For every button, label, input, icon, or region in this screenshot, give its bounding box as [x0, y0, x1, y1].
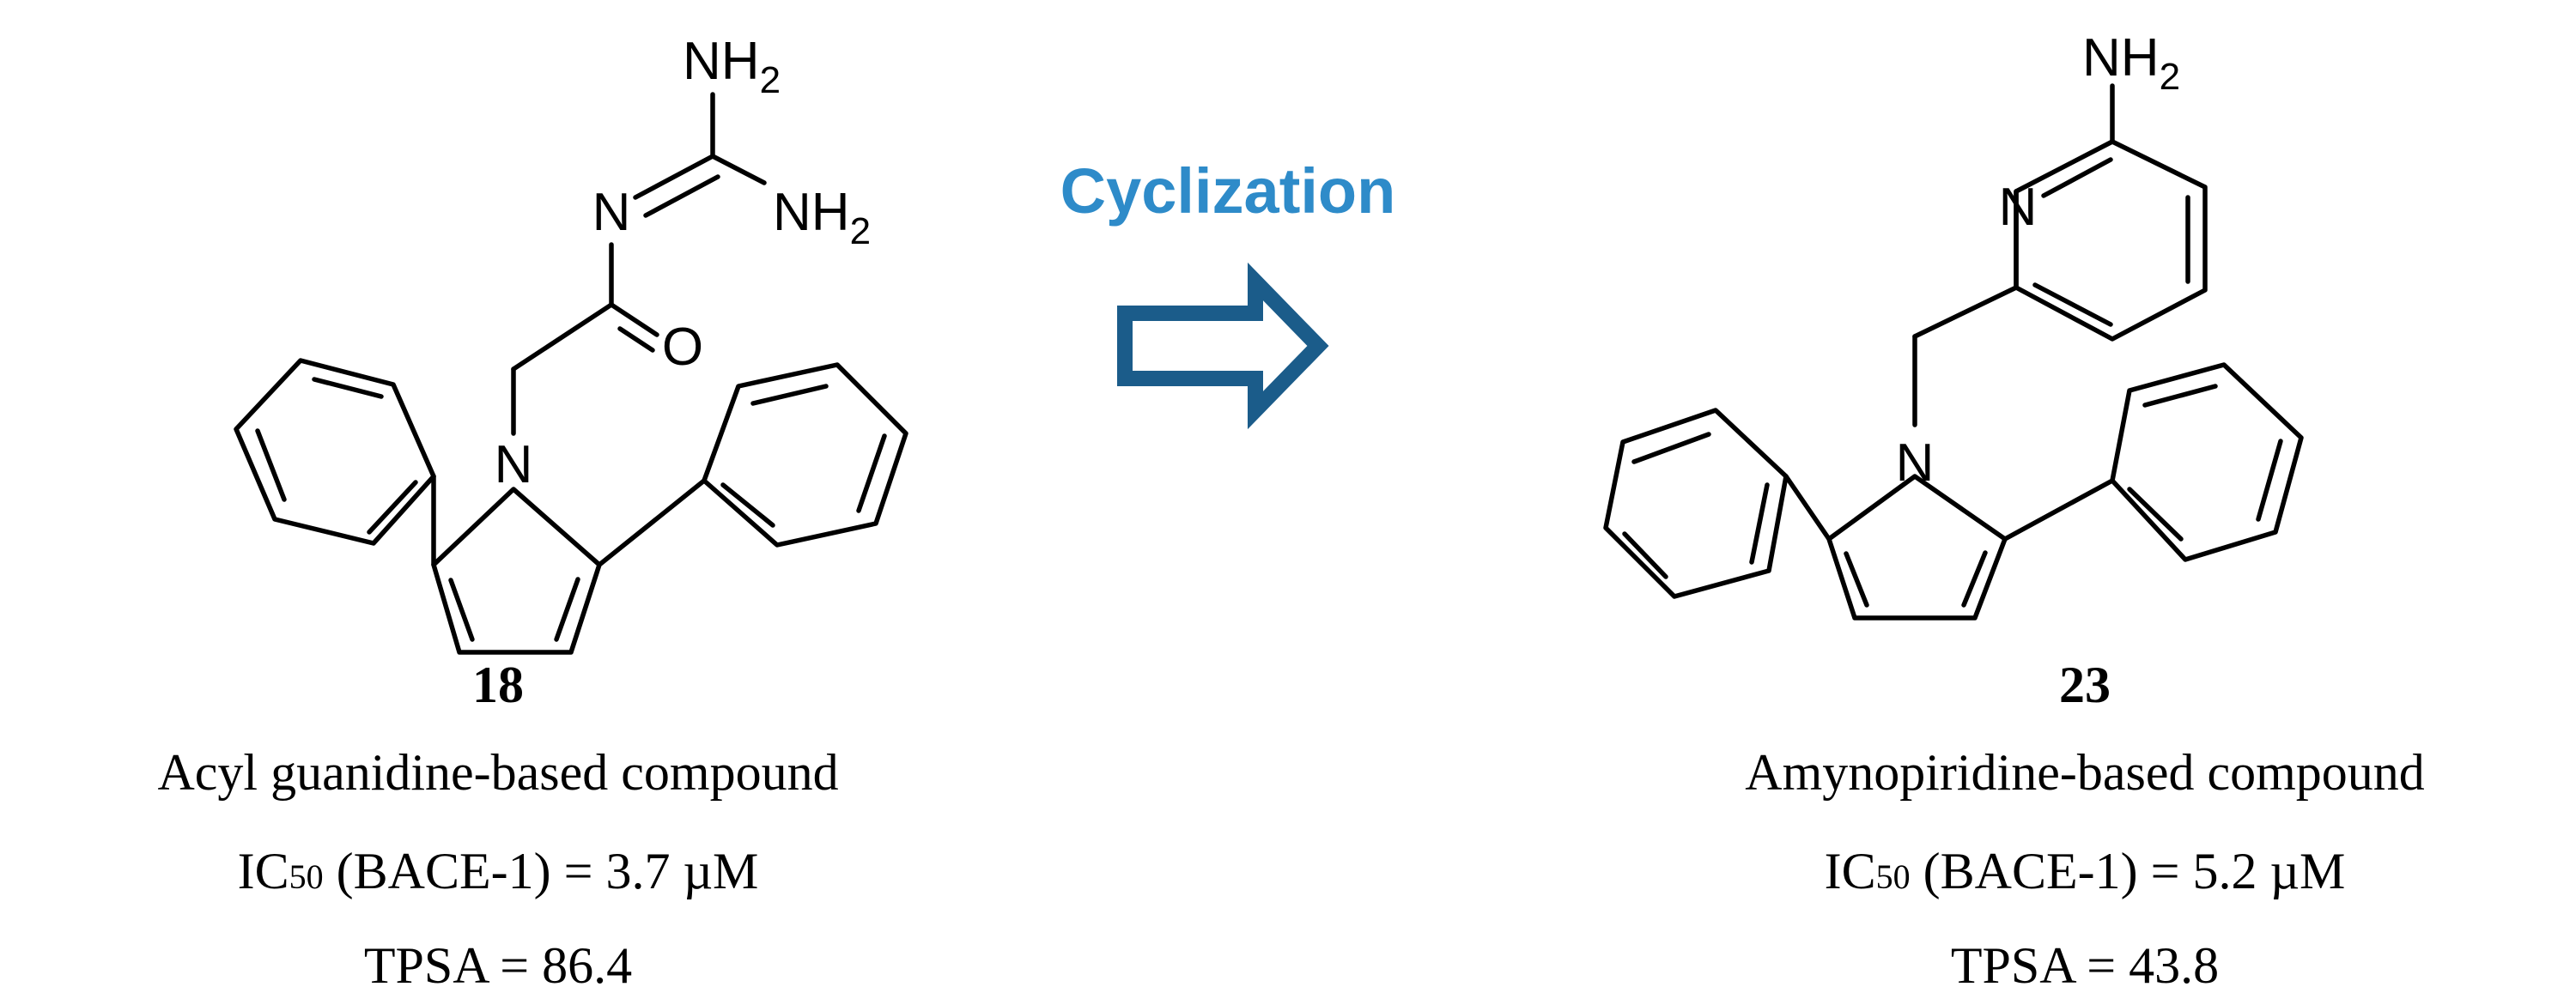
cyclization-label: Cyclization [1060, 155, 1396, 227]
compound-18-class: Acyl guanidine-based compound [157, 744, 838, 801]
compound-18-atom-labels: N O N NH2 NH2 [495, 32, 871, 494]
atom-n-pyrrole: N [495, 435, 533, 494]
atom-n-imine: N [592, 183, 631, 242]
compound-23-id: 23 [2059, 657, 2111, 713]
compound-23-ic50: IC50 (BACE-1) = 5.2 µM [1825, 843, 2346, 899]
hollow-right-arrow-icon [1117, 262, 1329, 430]
compound-23-class: Amynopiridine-based compound [1745, 744, 2425, 801]
atom-o: O [662, 318, 703, 377]
compound-23-tpsa: TPSA = 43.8 [1951, 937, 2219, 994]
compound-23-atom-labels: N N NH2 [1896, 28, 2180, 493]
compound-23-structure [1603, 83, 2304, 621]
compound-18-structure [234, 92, 908, 655]
compound-18-id: 18 [472, 657, 524, 713]
compound-18-ic50: IC50 (BACE-1) = 3.7 µM [238, 843, 759, 899]
atom-nh2-top: NH2 [683, 32, 781, 101]
atom-n-pyrrole: N [1896, 433, 1935, 493]
compound-18-tpsa: TPSA = 86.4 [364, 937, 632, 994]
atom-nh2-right: NH2 [773, 183, 871, 252]
atom-n-pyridine: N [1999, 178, 2038, 237]
atom-nh2: NH2 [2082, 28, 2180, 98]
